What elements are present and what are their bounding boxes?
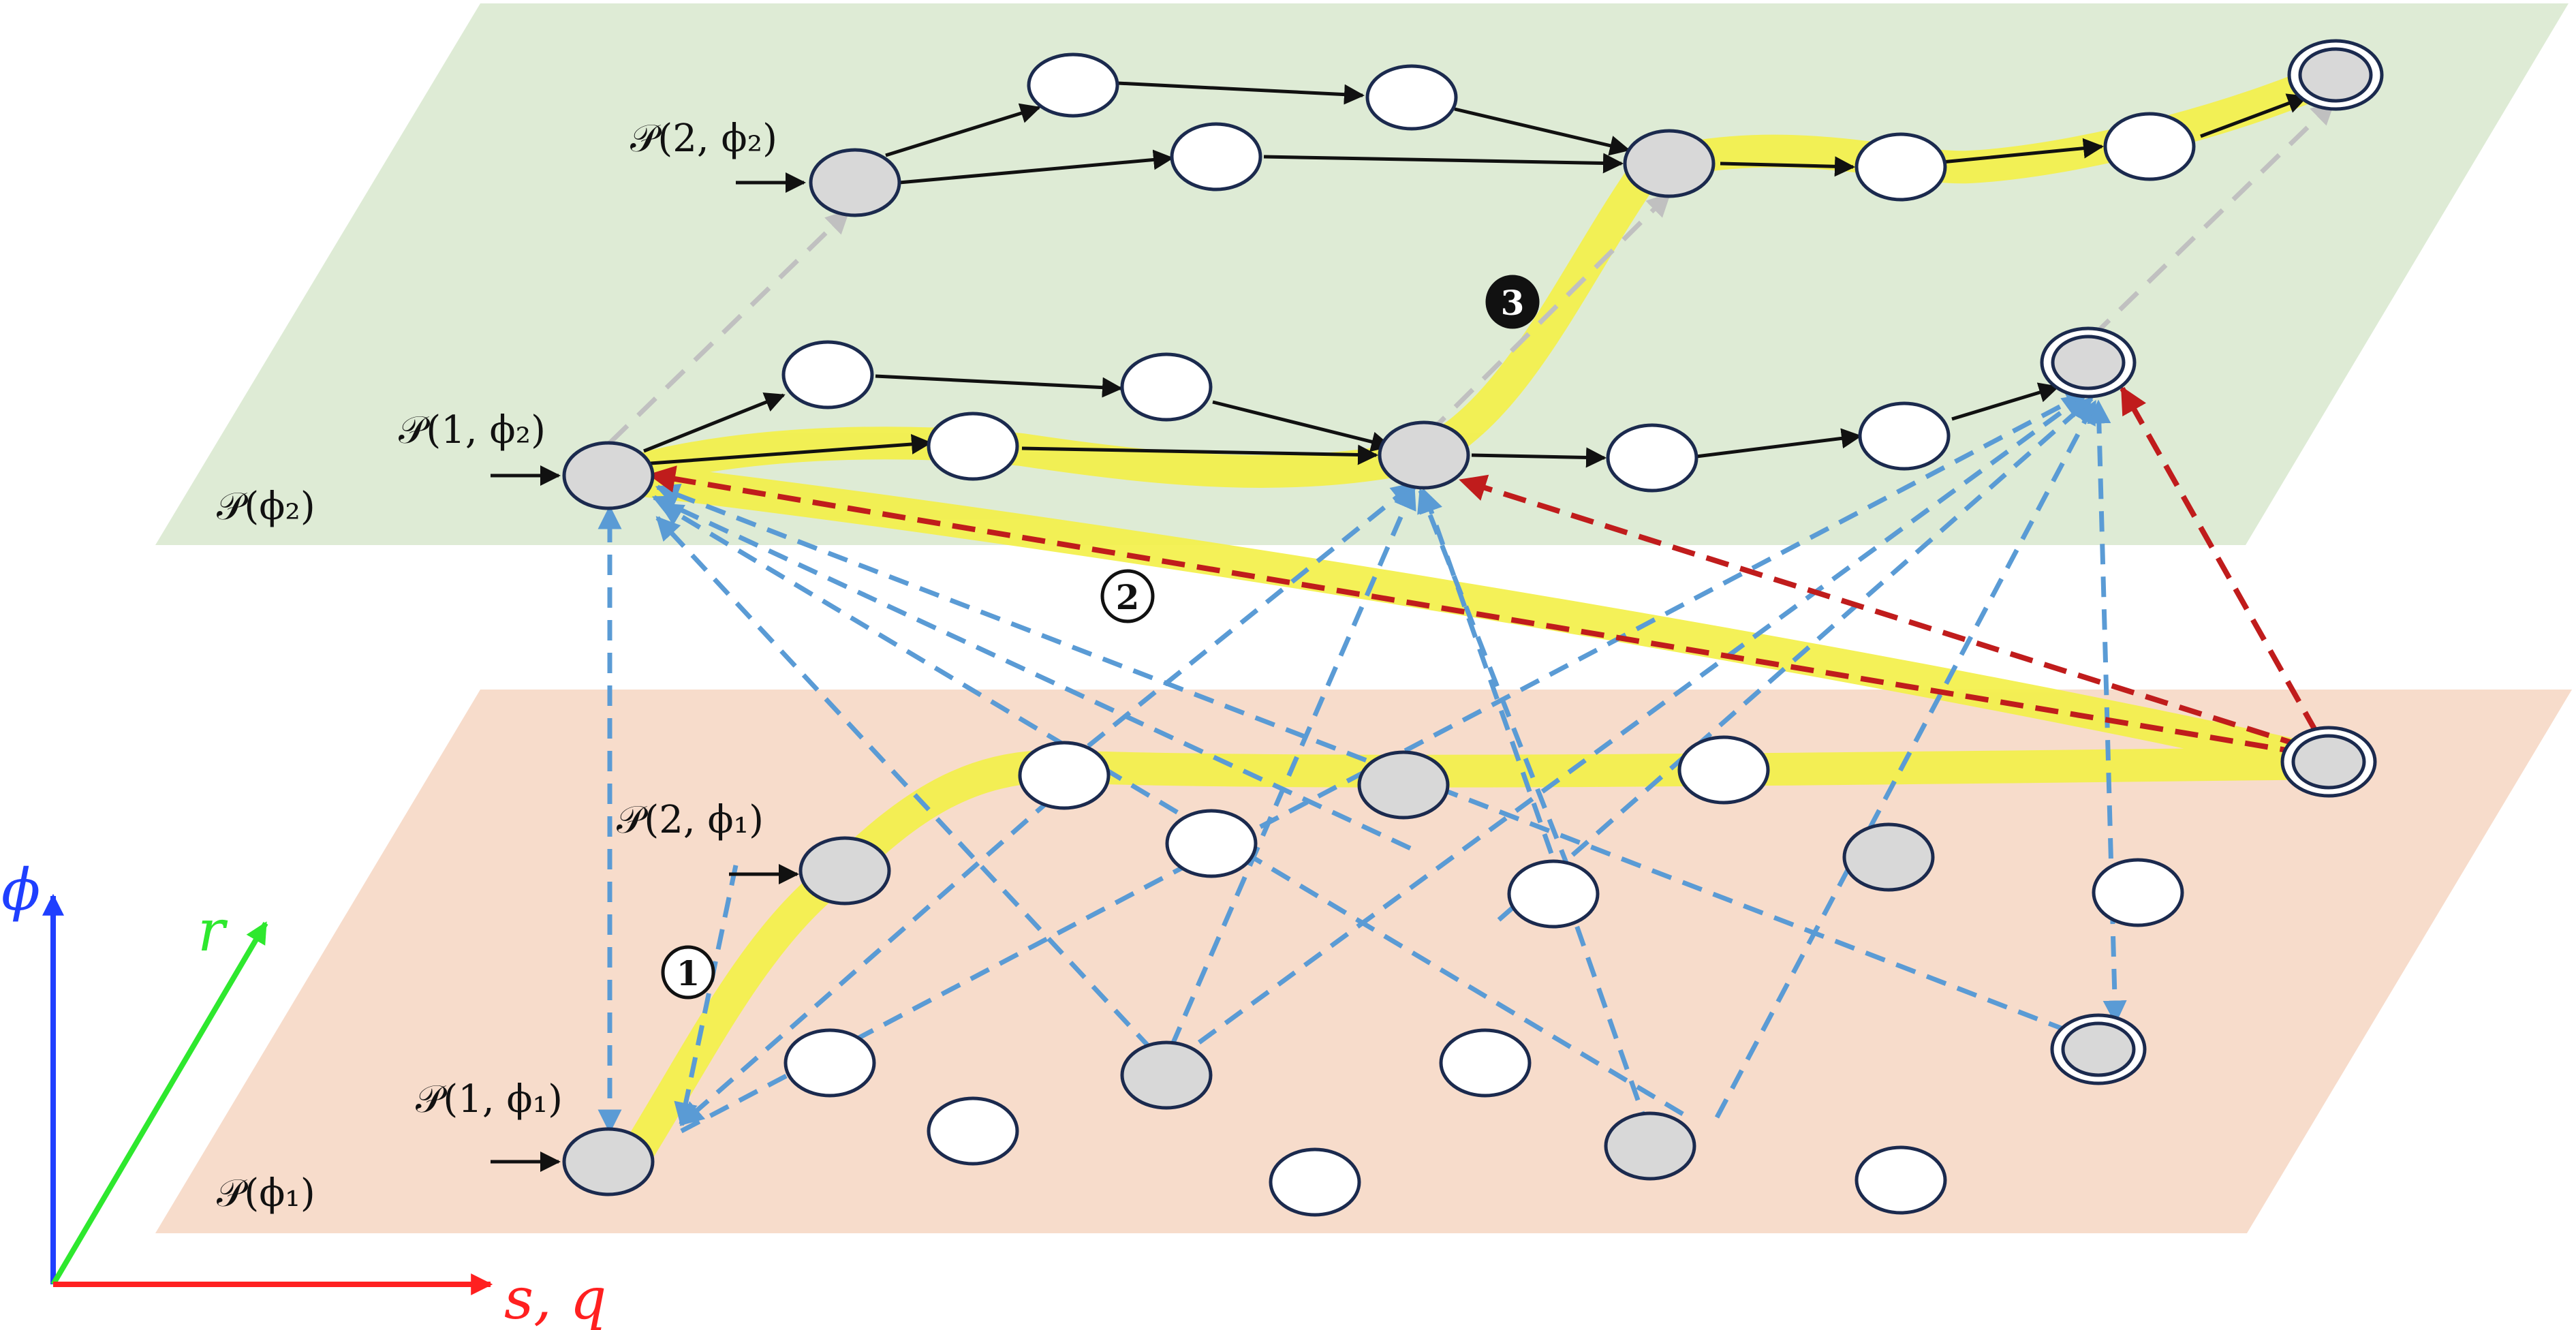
node bbox=[1165, 809, 1258, 878]
node bbox=[1606, 423, 1698, 493]
node bbox=[1604, 1111, 1696, 1181]
node-p2phi2-start bbox=[809, 148, 901, 217]
node bbox=[1439, 1028, 1532, 1098]
coordinate-axes bbox=[42, 893, 493, 1295]
node bbox=[1507, 859, 1600, 929]
node-p1phi2-start bbox=[562, 441, 655, 510]
axis-label-sq: s, q bbox=[504, 1265, 606, 1330]
node bbox=[1170, 122, 1262, 191]
node bbox=[1842, 822, 1935, 892]
label-p2-phi1: 𝒫(2, ϕ₁) bbox=[617, 798, 764, 842]
nodes bbox=[562, 39, 2384, 1217]
node bbox=[1378, 420, 1470, 490]
node-goal bbox=[2291, 734, 2366, 790]
black-edges bbox=[491, 81, 2308, 1172]
node bbox=[1855, 132, 1947, 202]
upper-plane bbox=[155, 3, 2569, 545]
node bbox=[927, 412, 1019, 481]
node bbox=[1855, 1145, 1947, 1215]
node bbox=[1120, 352, 1213, 422]
node-goal bbox=[2061, 1021, 2136, 1077]
step-marker-two: 2 bbox=[1100, 569, 1155, 623]
svg-text:2: 2 bbox=[1116, 577, 1140, 617]
node bbox=[1120, 1040, 1213, 1110]
node bbox=[1027, 52, 1119, 118]
node bbox=[1269, 1147, 1361, 1217]
step-marker-three: 3 bbox=[1485, 275, 1540, 329]
node bbox=[1858, 401, 1951, 471]
red-dashed-edges bbox=[648, 386, 2319, 756]
node bbox=[781, 340, 874, 409]
node bbox=[2092, 858, 2184, 927]
node bbox=[2103, 112, 2196, 181]
node-goal bbox=[2298, 47, 2373, 103]
node bbox=[927, 1096, 1019, 1166]
node bbox=[1365, 64, 1458, 131]
axis-label-phi: ϕ bbox=[1, 856, 40, 923]
svg-text:1: 1 bbox=[677, 953, 700, 993]
axis-r bbox=[50, 921, 268, 1286]
node-p2phi1-start bbox=[798, 836, 891, 906]
step-marker-one: 1 bbox=[661, 945, 715, 1000]
node bbox=[1357, 750, 1450, 820]
node bbox=[1623, 129, 1716, 198]
label-p2-phi2: 𝒫(2, ϕ₂) bbox=[630, 117, 777, 161]
node bbox=[783, 1028, 876, 1098]
node bbox=[1018, 741, 1111, 810]
label-p1-phi1: 𝒫(1, ϕ₁) bbox=[416, 1077, 563, 1122]
node-goal bbox=[2051, 335, 2126, 390]
lower-plane bbox=[155, 690, 2572, 1233]
gray-dashed-links bbox=[608, 100, 2336, 445]
node-p1phi1-start bbox=[562, 1127, 655, 1196]
label-plane-phi2: 𝒫(ϕ₂) bbox=[217, 484, 315, 529]
svg-text:3: 3 bbox=[1501, 283, 1525, 323]
label-plane-phi1: 𝒫(ϕ₁) bbox=[217, 1171, 315, 1216]
axis-label-r: r bbox=[198, 897, 228, 964]
node bbox=[1677, 735, 1770, 805]
blue-dashed-edges bbox=[598, 389, 2127, 1134]
label-p1-phi2: 𝒫(1, ϕ₂) bbox=[399, 408, 546, 452]
